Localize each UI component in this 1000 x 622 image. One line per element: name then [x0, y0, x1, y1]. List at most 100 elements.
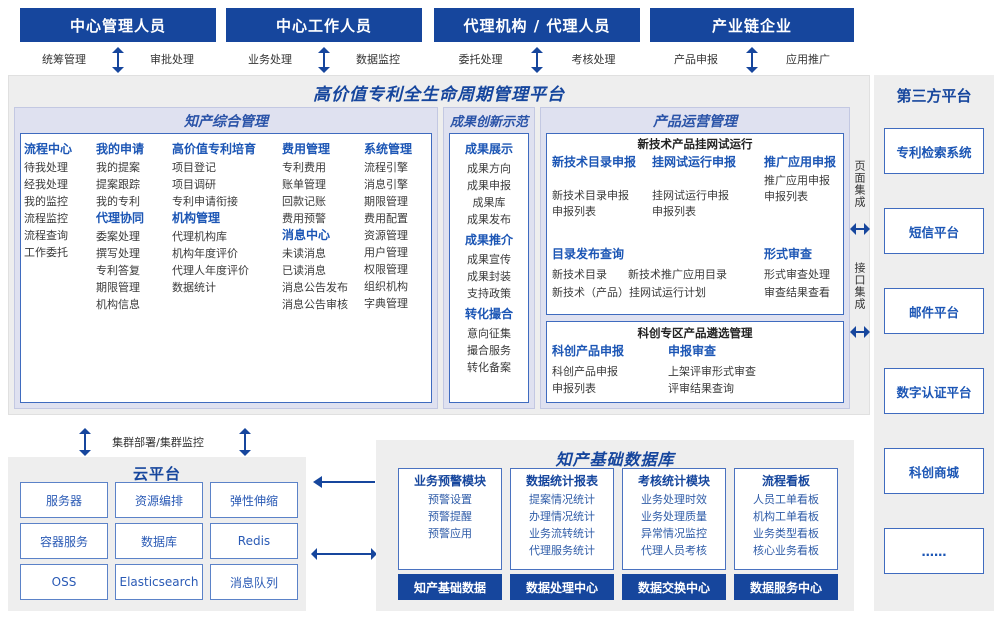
zhichan-item-4-0-8[interactable]: 字典管理: [364, 297, 408, 310]
ops-review-item-1[interactable]: 审查结果查看: [764, 286, 830, 299]
zhichan-item-4-0-7[interactable]: 组织机构: [364, 280, 408, 293]
cloud-item-1[interactable]: 资源编排: [115, 482, 203, 518]
cloud-item-5[interactable]: Redis: [210, 523, 298, 559]
third-party-item-1[interactable]: 短信平台: [884, 208, 984, 254]
role-box-1[interactable]: 中心工作人员: [226, 8, 422, 42]
zhichan-item-2-0-1[interactable]: 项目调研: [172, 178, 216, 191]
db-card-item-3-1[interactable]: 机构工单看板: [753, 510, 819, 523]
zhichan-item-3-1-1[interactable]: 已读消息: [282, 264, 326, 277]
role-box-2[interactable]: 代理机构 / 代理人员: [434, 8, 640, 42]
chengguo-item-2-0[interactable]: 意向征集: [467, 327, 511, 340]
role-box-0[interactable]: 中心管理人员: [20, 8, 216, 42]
cloud-item-3[interactable]: 容器服务: [20, 523, 108, 559]
cloud-item-6[interactable]: OSS: [20, 564, 108, 600]
zhichan-item-4-0-6[interactable]: 权限管理: [364, 263, 408, 276]
db-card-footer-1[interactable]: 数据处理中心: [510, 574, 614, 600]
db-card-item-0-1[interactable]: 预警提醒: [428, 510, 472, 523]
zhichan-item-2-1-2[interactable]: 代理人年度评价: [172, 264, 249, 277]
db-card-item-3-3[interactable]: 核心业务看板: [753, 544, 819, 557]
ops-item-1-0[interactable]: 挂网试运行申报: [652, 189, 729, 202]
chengguo-item-0-3[interactable]: 成果发布: [467, 213, 511, 226]
ops-catalog-item-2[interactable]: 新技术（产品）挂网试运行计划: [552, 286, 706, 299]
ops-review-item-0[interactable]: 形式审查处理: [764, 268, 830, 281]
ops-k-item-0-1[interactable]: 申报列表: [552, 382, 596, 395]
db-card-footer-0[interactable]: 知产基础数据: [398, 574, 502, 600]
third-party-item-3[interactable]: 数字认证平台: [884, 368, 984, 414]
ops-k-item-0-0[interactable]: 科创产品申报: [552, 365, 618, 378]
ops-item-2-0[interactable]: 推广应用申报: [764, 174, 830, 187]
zhichan-item-0-0-0[interactable]: 待我处理: [24, 161, 68, 174]
db-card-item-2-1[interactable]: 业务处理质量: [641, 510, 707, 523]
zhichan-item-2-1-3[interactable]: 数据统计: [172, 281, 216, 294]
zhichan-item-3-1-2[interactable]: 消息公告发布: [282, 281, 348, 294]
ops-item-0-1[interactable]: 申报列表: [552, 205, 596, 218]
chengguo-item-0-0[interactable]: 成果方向: [467, 162, 511, 175]
db-card-item-0-2[interactable]: 预警应用: [428, 527, 472, 540]
ops-item-0-0[interactable]: 新技术目录申报: [552, 189, 629, 202]
chengguo-item-1-2[interactable]: 支持政策: [467, 287, 511, 300]
zhichan-item-3-0-1[interactable]: 账单管理: [282, 178, 326, 191]
ops-k-item-1-0[interactable]: 上架评审形式审查: [668, 365, 756, 378]
db-card-item-1-0[interactable]: 提案情况统计: [529, 493, 595, 506]
zhichan-item-0-0-3[interactable]: 流程监控: [24, 212, 68, 225]
zhichan-item-0-0-2[interactable]: 我的监控: [24, 195, 68, 208]
zhichan-item-4-0-1[interactable]: 消息引擎: [364, 178, 408, 191]
zhichan-item-0-0-1[interactable]: 经我处理: [24, 178, 68, 191]
third-party-item-0[interactable]: 专利检索系统: [884, 128, 984, 174]
role-box-3[interactable]: 产业链企业: [650, 8, 854, 42]
db-card-item-2-2[interactable]: 异常情况监控: [641, 527, 707, 540]
zhichan-item-3-1-3[interactable]: 消息公告审核: [282, 298, 348, 311]
chengguo-item-0-1[interactable]: 成果申报: [467, 179, 511, 192]
zhichan-item-1-1-3[interactable]: 期限管理: [96, 281, 140, 294]
ops-item-1-1[interactable]: 申报列表: [652, 205, 696, 218]
zhichan-item-0-0-5[interactable]: 工作委托: [24, 246, 68, 259]
zhichan-item-1-0-1[interactable]: 提案跟踪: [96, 178, 140, 191]
zhichan-item-3-0-0[interactable]: 专利费用: [282, 161, 326, 174]
db-card-footer-2[interactable]: 数据交换中心: [622, 574, 726, 600]
ops-k-item-1-1[interactable]: 评审结果查询: [668, 382, 734, 395]
third-party-item-4[interactable]: 科创商城: [884, 448, 984, 494]
cloud-item-8[interactable]: 消息队列: [210, 564, 298, 600]
chengguo-item-0-2[interactable]: 成果库: [472, 196, 506, 209]
db-card-item-2-0[interactable]: 业务处理时效: [641, 493, 707, 506]
zhichan-item-3-0-2[interactable]: 回款记账: [282, 195, 326, 208]
third-party-item-5[interactable]: ……: [884, 528, 984, 574]
zhichan-item-2-0-2[interactable]: 专利申请衔接: [172, 195, 238, 208]
cloud-item-4[interactable]: 数据库: [115, 523, 203, 559]
zhichan-item-1-0-2[interactable]: 我的专利: [96, 195, 140, 208]
chengguo-item-1-0[interactable]: 成果宣传: [467, 253, 511, 266]
zhichan-item-1-1-0[interactable]: 委案处理: [96, 230, 140, 243]
ops-catalog-item-1[interactable]: 新技术推广应用目录: [628, 268, 727, 281]
chengguo-item-2-1[interactable]: 撮合服务: [467, 344, 511, 357]
db-card-item-1-2[interactable]: 业务流转统计: [529, 527, 595, 540]
zhichan-item-1-1-2[interactable]: 专利答复: [96, 264, 140, 277]
zhichan-item-1-1-4[interactable]: 机构信息: [96, 298, 140, 311]
zhichan-item-4-0-5[interactable]: 用户管理: [364, 246, 408, 259]
zhichan-item-0-0-4[interactable]: 流程查询: [24, 229, 68, 242]
chengguo-item-1-1[interactable]: 成果封装: [467, 270, 511, 283]
zhichan-item-4-0-4[interactable]: 资源管理: [364, 229, 408, 242]
db-card-item-3-0[interactable]: 人员工单看板: [753, 493, 819, 506]
cloud-item-2[interactable]: 弹性伸缩: [210, 482, 298, 518]
db-card-item-0-0[interactable]: 预警设置: [428, 493, 472, 506]
db-card-item-2-3[interactable]: 代理人员考核: [641, 544, 707, 557]
zhichan-item-3-1-0[interactable]: 未读消息: [282, 247, 326, 260]
ops-catalog-item-0[interactable]: 新技术目录: [552, 268, 607, 281]
zhichan-item-1-0-0[interactable]: 我的提案: [96, 161, 140, 174]
zhichan-item-2-0-0[interactable]: 项目登记: [172, 161, 216, 174]
ops-item-2-1[interactable]: 申报列表: [764, 190, 808, 203]
chengguo-item-2-2[interactable]: 转化备案: [467, 361, 511, 374]
cloud-item-0[interactable]: 服务器: [20, 482, 108, 518]
zhichan-item-4-0-3[interactable]: 费用配置: [364, 212, 408, 225]
db-card-item-1-3[interactable]: 代理服务统计: [529, 544, 595, 557]
db-card-footer-3[interactable]: 数据服务中心: [734, 574, 838, 600]
third-party-item-2[interactable]: 邮件平台: [884, 288, 984, 334]
db-card-item-1-1[interactable]: 办理情况统计: [529, 510, 595, 523]
cloud-item-7[interactable]: Elasticsearch: [115, 564, 203, 600]
zhichan-item-4-0-0[interactable]: 流程引擎: [364, 161, 408, 174]
db-card-item-3-2[interactable]: 业务类型看板: [753, 527, 819, 540]
zhichan-item-2-1-0[interactable]: 代理机构库: [172, 230, 227, 243]
zhichan-item-1-1-1[interactable]: 撰写处理: [96, 247, 140, 260]
zhichan-item-2-1-1[interactable]: 机构年度评价: [172, 247, 238, 260]
zhichan-item-3-0-3[interactable]: 费用预警: [282, 212, 326, 225]
